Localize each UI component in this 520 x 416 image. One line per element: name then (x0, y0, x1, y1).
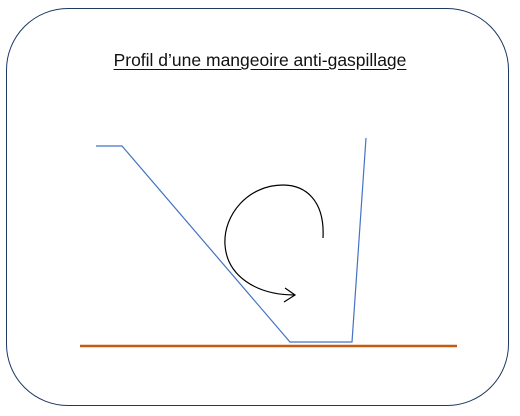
diagram-frame (6, 8, 509, 406)
diagram-title: Profil d’une mangeoire anti-gaspillage (113, 50, 407, 70)
feeder-profile-line (96, 137, 367, 343)
curved-arrow-icon (224, 184, 324, 296)
arrowhead (283, 287, 297, 303)
